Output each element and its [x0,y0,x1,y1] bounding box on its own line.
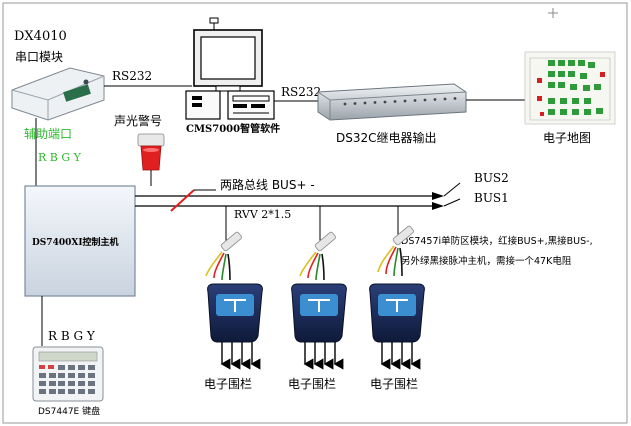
fence-2-label: 电子围栏 [288,376,336,391]
ds7457-module-1 [205,231,242,281]
siren-label: 声光警号 [114,113,162,128]
siren-strobe-icon [137,133,165,171]
pc-workstation-icon [185,17,275,120]
rbgy-bottom-label: R B G Y [48,329,96,343]
bus1-label: BUS1 [474,191,509,205]
cms7000-label: CMS7000智管软件 [186,122,280,135]
fence-3-label: 电子围栏 [370,376,418,391]
fence-controller-1 [207,283,263,343]
fence-output-arrows-1 [220,342,261,370]
rs232-right-label: RS232 [281,85,321,99]
fence-controller-3 [369,283,425,343]
ds7457-note-line1: DS7457i单防区模块，红接BUS+,黑接BUS-, [401,235,593,247]
bus2-label: BUS2 [474,171,509,185]
ds32c-relay-device [317,83,467,121]
ds7457-note-line2: 另外绿黑接脉冲主机，需接一个47K电阻 [401,255,572,267]
electronic-map-image [524,51,616,125]
ds7457-module-2 [299,231,336,281]
bus2-arrow-icon [432,192,444,200]
fence-output-arrows-3 [380,342,421,370]
dx4010-module-device [11,67,105,121]
fence-1-label: 电子围栏 [204,376,252,391]
ds7400-control-panel [24,185,136,297]
bus1-tail [443,198,461,207]
emap-label: 电子地图 [543,131,591,145]
keypad-label: DS7447E 键盘 [38,405,100,417]
bus-break-marker [170,189,195,212]
rvv-cable-label: RVV 2*1.5 [234,208,291,221]
ds7400-label: DS7400XI控制主机 [32,236,119,248]
rbgy-top-label: R B G Y [38,151,82,164]
aux-port-label: 辅助端口 [24,127,72,141]
fence-output-arrows-2 [303,342,344,370]
bus1-arrow-icon [432,202,444,210]
bus2-tail [443,182,461,197]
dx4010-model-label: DX4010 [14,29,67,44]
ds32c-label: DS32C继电器输出 [336,130,437,145]
ds7457-module-3 [377,225,414,277]
corner-mark [548,8,558,18]
dx4010-name-label: 串口模块 [15,50,63,64]
bus-pair-label: 两路总线 BUS+ - [220,177,315,192]
ds7447e-keypad-device [32,346,104,402]
rs232-left-label: RS232 [112,69,152,83]
fence-controller-2 [291,283,347,343]
